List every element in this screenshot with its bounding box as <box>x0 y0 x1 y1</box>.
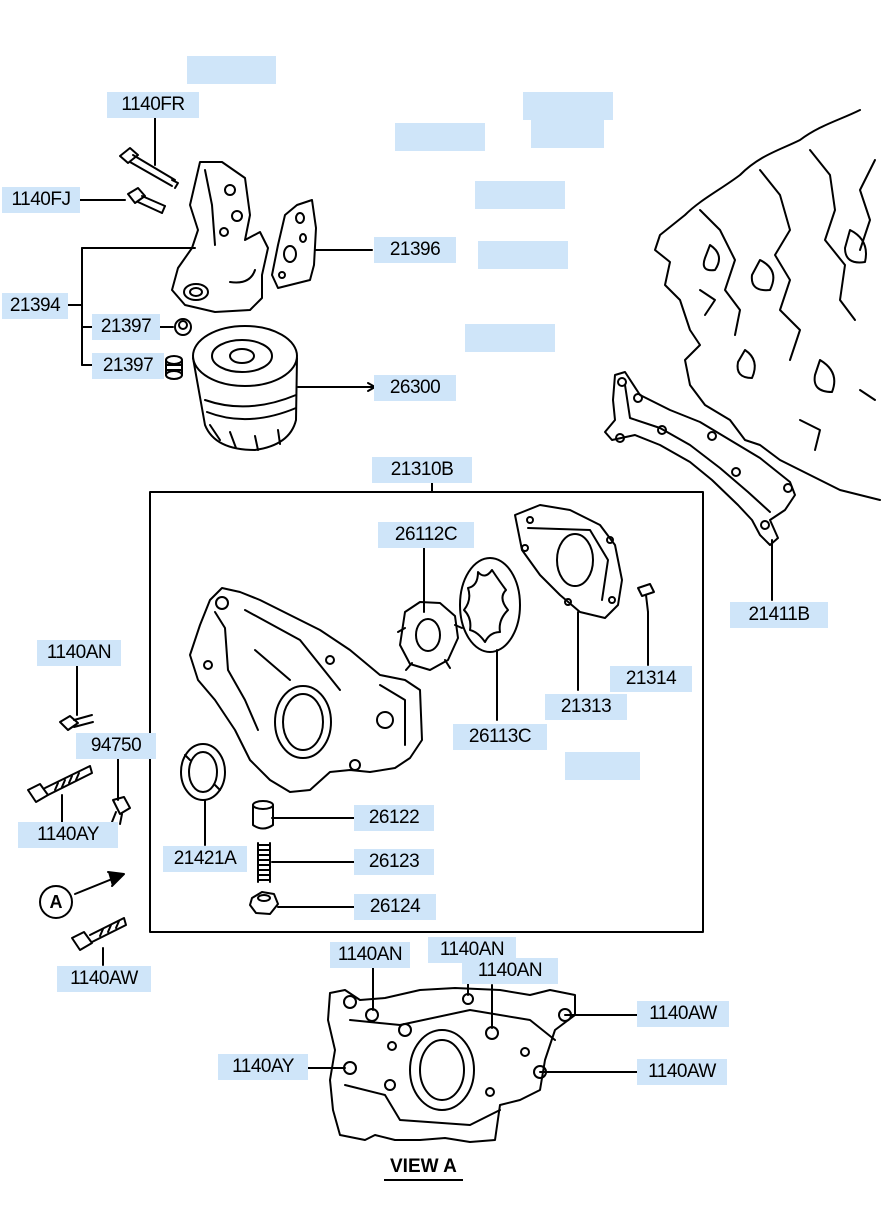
spring-26123 <box>257 842 271 883</box>
blank-highlight <box>395 123 485 151</box>
blank-highlight <box>565 752 640 780</box>
part-label-1140AN-view-3[interactable]: 1140AN <box>462 958 558 984</box>
part-label-1140AY-left[interactable]: 1140AY <box>18 822 118 848</box>
blank-highlight <box>465 324 555 352</box>
bolt-1140AW-left <box>71 917 127 951</box>
inner-rotor-26112C <box>397 601 463 671</box>
plunger-26122 <box>252 800 274 830</box>
oil-filter-26300 <box>192 325 298 451</box>
bolt-1140AN-left <box>59 714 94 731</box>
part-label-21411B[interactable]: 21411B <box>730 602 828 628</box>
bolt-1140AY-left <box>27 765 93 803</box>
part-label-1140AN-view-1[interactable]: 1140AN <box>330 942 410 968</box>
plug-21397-upper <box>174 318 192 336</box>
view-a-arrow <box>74 871 125 895</box>
blank-highlight <box>187 56 276 84</box>
blank-highlight <box>523 92 613 120</box>
part-label-1140AN-left[interactable]: 1140AN <box>37 640 121 666</box>
part-label-26124[interactable]: 26124 <box>354 894 436 920</box>
part-label-1140AW-left[interactable]: 1140AW <box>57 966 151 992</box>
part-label-1140AW-view-2[interactable]: 1140AW <box>637 1059 727 1085</box>
part-label-26300[interactable]: 26300 <box>374 375 456 401</box>
part-label-21313[interactable]: 21313 <box>545 694 627 720</box>
part-label-21394[interactable]: 21394 <box>2 293 68 319</box>
view-a-marker: A <box>39 885 73 919</box>
part-label-26122[interactable]: 26122 <box>354 805 434 831</box>
oil-seal-21421A <box>180 743 226 801</box>
bolt-1140FJ <box>127 187 166 214</box>
engine-block <box>654 109 881 501</box>
part-label-1140AY-view[interactable]: 1140AY <box>218 1054 308 1080</box>
part-label-1140FR[interactable]: 1140FR <box>107 92 199 118</box>
part-label-21397-upper[interactable]: 21397 <box>92 314 160 340</box>
part-label-21421A[interactable]: 21421A <box>163 846 247 872</box>
part-label-26113C[interactable]: 26113C <box>453 724 547 750</box>
screw-21314 <box>637 583 655 613</box>
part-label-21314[interactable]: 21314 <box>610 666 692 692</box>
bolt-1140FR <box>119 147 179 189</box>
sensor-94750 <box>111 796 131 825</box>
blank-highlight <box>475 181 565 209</box>
part-label-21396[interactable]: 21396 <box>374 237 456 263</box>
part-label-1140FJ[interactable]: 1140FJ <box>2 187 80 213</box>
view-a-pump-housing <box>327 987 576 1143</box>
blank-highlight <box>531 120 604 148</box>
plug-21397-lower <box>165 355 183 380</box>
part-label-26112C[interactable]: 26112C <box>378 522 474 548</box>
blank-highlight <box>478 241 568 269</box>
plug-26124 <box>249 891 279 915</box>
part-label-94750[interactable]: 94750 <box>76 733 156 759</box>
oil-pump-housing <box>189 587 423 793</box>
gasket-21411B <box>604 371 796 546</box>
part-label-26123[interactable]: 26123 <box>354 849 434 875</box>
part-label-1140AW-view-1[interactable]: 1140AW <box>637 1001 729 1027</box>
outer-rotor-26113C <box>459 557 521 653</box>
gasket-21396 <box>271 199 317 289</box>
part-label-21397-lower[interactable]: 21397 <box>92 353 164 379</box>
view-a-caption: VIEW A <box>384 1155 463 1181</box>
part-label-21310B[interactable]: 21310B <box>372 457 472 483</box>
oil-pump-assembly-frame <box>149 491 704 933</box>
oil-filter-bracket-21394 <box>171 161 269 313</box>
pump-cover-21313 <box>514 504 623 619</box>
